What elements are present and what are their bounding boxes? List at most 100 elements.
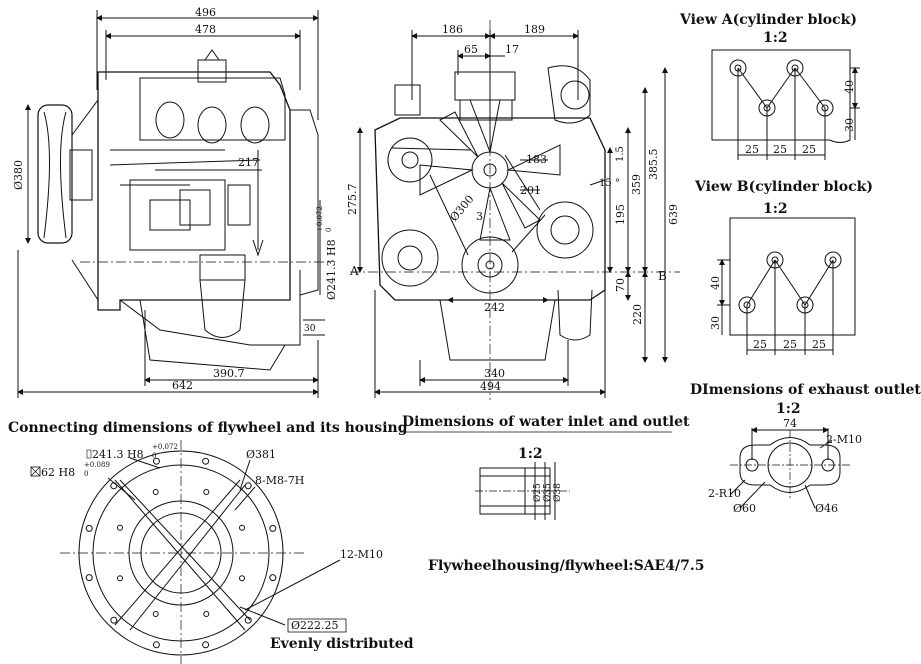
view-b-dim-1: 25 — [753, 338, 767, 351]
view-a-labels: View A(cylinder block) 1:2 25 25 25 40 3… — [679, 12, 857, 156]
water-scale: 1:2 — [518, 446, 543, 462]
dim-flange-tol-top: +0.072 — [316, 206, 324, 232]
view-b-scale: 1:2 — [763, 201, 788, 217]
view-a-scale: 1:2 — [763, 30, 788, 46]
view-a-dim-40: 40 — [843, 80, 856, 94]
fit2-box-icon — [30, 466, 41, 477]
flywheel-bolt-hole — [203, 611, 210, 617]
side-view-labels: 186 189 65 17 183 201 Ø300 3 1.5 15 ° 27… — [346, 23, 680, 393]
housing-bolt-hole — [202, 457, 210, 465]
dim-390-7: 390.7 — [213, 367, 245, 380]
exhaust-dim-46: Ø46 — [815, 502, 838, 515]
flywheel-dim-222: Ø222.25 — [291, 619, 339, 632]
exhaust-labels: DImensions of exhaust outlet 1:2 74 2-M1… — [690, 382, 921, 515]
exhaust-title: DImensions of exhaust outlet — [690, 382, 921, 398]
flywheel-bolt-hole — [203, 489, 210, 495]
dim-1-5: 1.5 — [615, 146, 626, 162]
flywheel-fit-1: 241.3 H8 — [92, 448, 144, 461]
exhaust-dim-74: 74 — [783, 417, 797, 430]
flywheel-bolt-hole — [239, 575, 245, 582]
view-b-dim-40: 40 — [709, 276, 722, 290]
view-a-dim-1: 25 — [745, 143, 759, 156]
dim-478: 478 — [195, 23, 216, 36]
water-dim-38: Ø38 — [552, 483, 563, 502]
dim-186: 186 — [442, 23, 463, 36]
flywheel-holes-m8: 8-M8-7H — [255, 474, 304, 487]
dim-30: 30 — [304, 324, 316, 334]
view-b-labels: View B(cylinder block) 1:2 25 25 25 40 3… — [694, 179, 873, 351]
view-b-dim-30: 30 — [709, 316, 722, 330]
housing-bolt-hole — [110, 482, 118, 490]
dim-201: 201 — [520, 184, 541, 197]
dim-flange-fit: Ø241.3 H8 — [325, 239, 338, 300]
view-a-dim-2: 25 — [773, 143, 787, 156]
dim-217: 217 — [238, 156, 259, 169]
housing-bolt-hole — [110, 616, 118, 624]
view-b-dim-2: 25 — [783, 338, 797, 351]
front-view-labels: 496 478 Ø380 217 Ø241.3 H8 +0.072 0 30 3… — [12, 6, 338, 392]
housing-bolt-hole — [85, 524, 93, 532]
flywheel-bolt-hole — [152, 489, 159, 495]
dim-17: 17 — [505, 43, 519, 56]
exhaust-radius: 2-R10 — [708, 487, 741, 500]
dim-220: 220 — [631, 304, 644, 325]
housing-bolt-hole — [244, 482, 252, 490]
view-b-dim-3: 25 — [812, 338, 826, 351]
view-b-diagram — [717, 217, 856, 355]
water-dim-35: Ø35 — [542, 483, 553, 502]
exhaust-holes: 2-M10 — [826, 433, 862, 446]
dim-275-7: 275.7 — [346, 184, 359, 216]
view-a-dim-30: 30 — [843, 118, 856, 132]
exhaust-dim-60: Ø60 — [733, 502, 756, 515]
dim-pulley-diameter: Ø300 — [447, 193, 476, 224]
flywheel-fit-2-tol-top: +0.089 — [84, 461, 110, 469]
dim-385-5: 385.5 — [647, 149, 660, 181]
dim-340: 340 — [484, 367, 505, 380]
flywheel-fit-2-tol-bot: 0 — [84, 470, 88, 478]
dim-242: 242 — [484, 301, 505, 314]
flywheel-bolt-hole — [152, 611, 159, 617]
dim-3: 3 — [476, 210, 483, 223]
housing-bolt-hole — [152, 457, 160, 465]
flywheel-spec: Flywheelhousing/flywheel:SAE4/7.5 — [428, 558, 704, 574]
flywheel-fit-2: 62 H8 — [41, 466, 75, 479]
dim-fan-diameter: Ø380 — [12, 160, 25, 190]
dim-flange-tol-bot: 0 — [325, 228, 333, 232]
flywheel-bolt-hole — [117, 524, 123, 531]
housing-bolt-hole — [202, 641, 210, 649]
view-a-diagram — [711, 49, 860, 160]
dim-494: 494 — [480, 380, 501, 393]
water-title: Dimensions of water inlet and outlet — [402, 414, 690, 430]
side-engine-view — [350, 20, 680, 400]
housing-bolt-hole — [85, 574, 93, 582]
flywheel-labels: Connecting dimensions of flywheel and it… — [8, 420, 414, 652]
dim-359: 359 — [630, 174, 643, 195]
view-marker-b: B — [658, 269, 667, 283]
dim-70: 70 — [614, 278, 627, 292]
front-engine-view — [17, 10, 330, 398]
flywheel-note: Evenly distributed — [270, 636, 414, 652]
water-dim-25: Ø25 — [532, 483, 543, 502]
exhaust-scale: 1:2 — [776, 401, 801, 417]
dim-195: 195 — [614, 204, 627, 225]
dim-639: 639 — [667, 204, 680, 225]
view-a-title: View A(cylinder block) — [679, 12, 857, 28]
water-inlet-diagram — [400, 431, 672, 520]
view-a-dim-3: 25 — [802, 143, 816, 156]
flywheel-diagram — [60, 440, 341, 664]
exhaust-outlet-diagram — [729, 427, 850, 509]
dim-642: 642 — [172, 379, 193, 392]
dim-189: 189 — [524, 23, 545, 36]
flywheel-bolt-hole — [239, 524, 245, 531]
housing-bolt-hole — [244, 616, 252, 624]
view-b-title: View B(cylinder block) — [694, 179, 873, 195]
flywheel-bolt-hole — [117, 575, 123, 582]
dim-angle: 15 ° — [599, 178, 620, 189]
flywheel-holes-m10: 12-M10 — [340, 548, 383, 561]
dim-183: 183 — [526, 153, 547, 166]
housing-bolt-hole — [152, 641, 160, 649]
flywheel-dim-381: Ø381 — [246, 448, 276, 461]
dim-496: 496 — [195, 6, 216, 19]
flywheel-title: Connecting dimensions of flywheel and it… — [8, 420, 408, 436]
